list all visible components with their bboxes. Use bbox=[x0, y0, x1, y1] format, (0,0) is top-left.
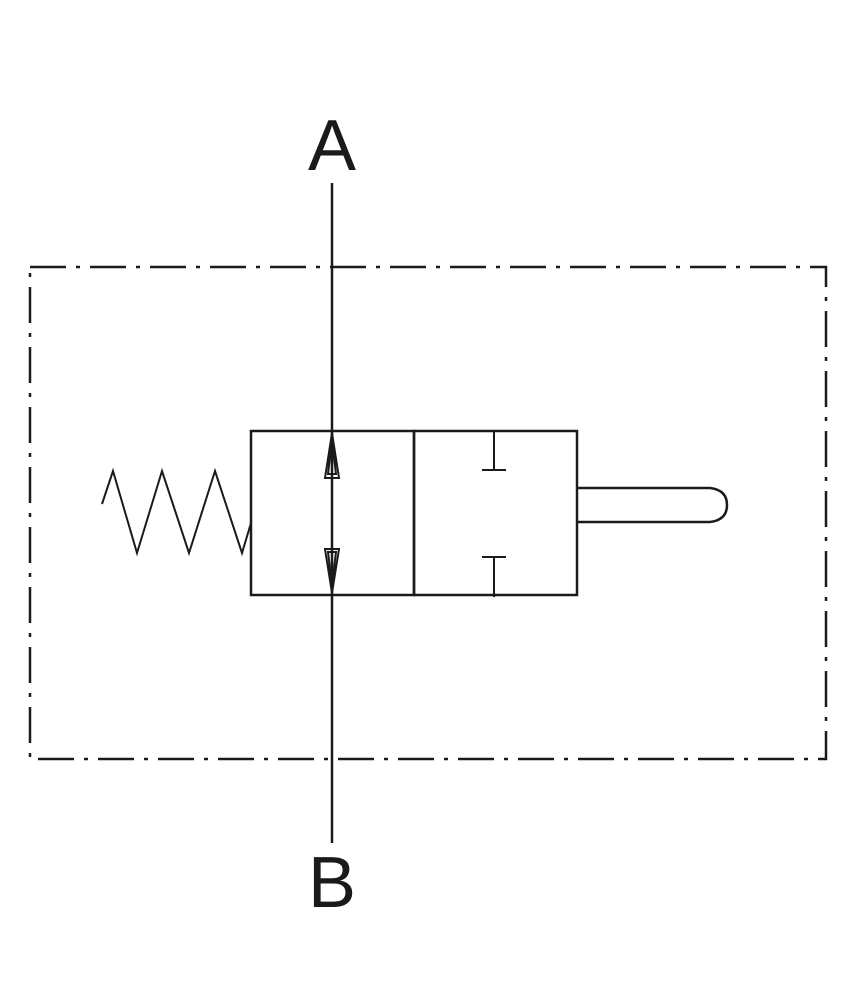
valve-envelope-right bbox=[412, 429, 579, 597]
arrow-head-down bbox=[323, 548, 341, 594]
blocked-port-symbol-bottom bbox=[482, 556, 506, 597]
port-label-b: B bbox=[308, 843, 356, 923]
port-label-a: A bbox=[308, 106, 356, 186]
arrow-head-up bbox=[323, 432, 341, 479]
blocked-port-symbol-top bbox=[482, 431, 506, 471]
plunger-actuator-icon bbox=[577, 486, 729, 524]
enclosure-boundary bbox=[28, 265, 828, 761]
spring-icon bbox=[101, 467, 252, 557]
